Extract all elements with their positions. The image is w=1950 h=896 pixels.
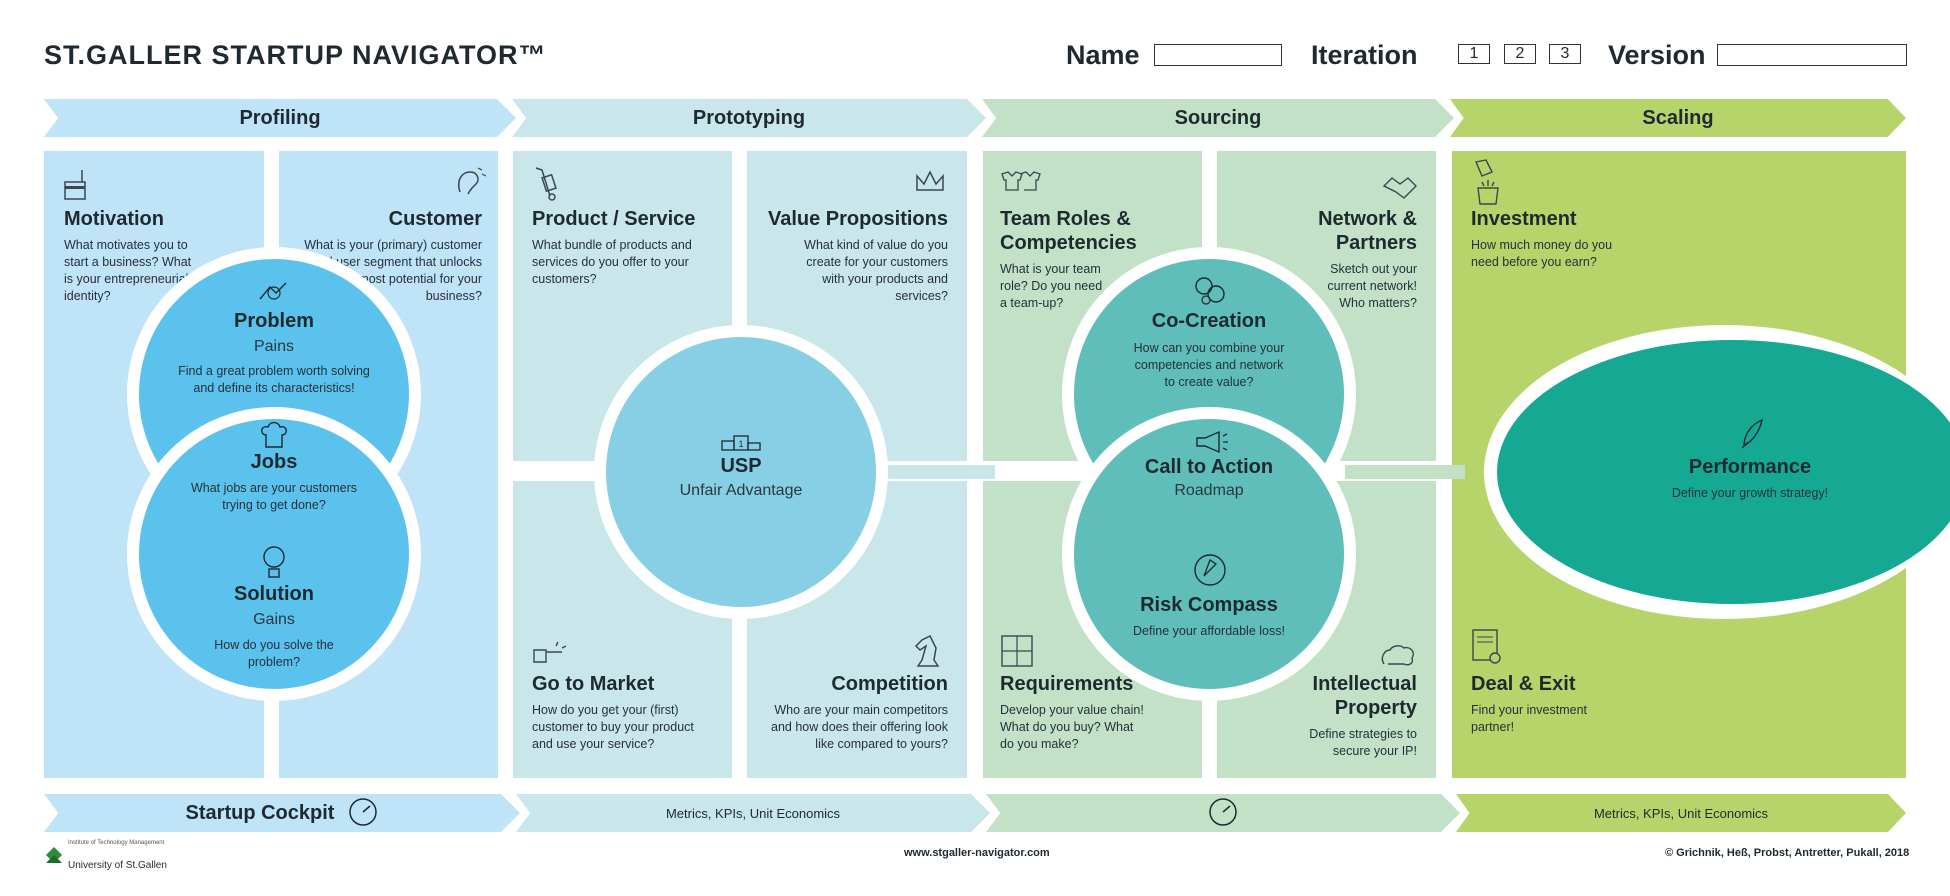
cockpit-label: Startup Cockpit	[185, 801, 335, 824]
investment-text: How much money do you need before you ea…	[1471, 238, 1613, 269]
iteration-label: Iteration	[1311, 40, 1418, 70]
customer-title: Customer	[388, 208, 482, 230]
metrics-bar-sourcing	[986, 794, 1460, 832]
gtm-title: Go to Market	[532, 673, 655, 695]
compass-icon	[1192, 552, 1228, 593]
deal-title: Deal & Exit	[1471, 673, 1576, 695]
performance-title: Performance	[1688, 456, 1812, 478]
crown-icon	[913, 166, 947, 201]
team-text: What is your team role? Do you need a te…	[1000, 262, 1103, 310]
podium-icon: 1	[720, 434, 762, 457]
name-field[interactable]	[1154, 44, 1282, 66]
hand-truck-icon	[532, 166, 562, 207]
hsg-logo-icon	[44, 841, 64, 874]
handshake-icon	[1382, 174, 1418, 207]
solution-sub: Gains	[253, 611, 295, 628]
requirements-text: Develop your value chain! What do you bu…	[1000, 703, 1144, 751]
gtm-text: How do you get your (first) customer to …	[532, 703, 694, 751]
competition-title: Competition	[831, 673, 948, 695]
cta-sub: Roadmap	[1174, 482, 1244, 499]
gauge-icon	[348, 797, 378, 830]
performance-ellipse	[1497, 340, 1950, 604]
problem-icon	[256, 279, 292, 310]
phase-profiling: Profiling	[44, 99, 516, 137]
iteration-1-box[interactable]: 1	[1458, 44, 1490, 64]
metrics-bar-scaling: Metrics, KPIs, Unit Economics	[1456, 794, 1906, 832]
metrics-bar-prototyping: Metrics, KPIs, Unit Economics	[516, 794, 990, 832]
page-title: ST.GALLER STARTUP NAVIGATOR™	[44, 40, 547, 70]
brain-icon	[1380, 644, 1416, 673]
network-text: Sketch out your current network! Who mat…	[1327, 262, 1417, 310]
version-label: Version	[1608, 40, 1706, 70]
svg-text:1: 1	[738, 439, 743, 449]
certificate-icon	[1471, 628, 1503, 673]
connector-usp-sourcing	[885, 465, 995, 479]
network-title-line1: Network &	[1318, 208, 1417, 230]
puzzle-icon	[1000, 634, 1034, 673]
team-title-line1: Team Roles &	[1000, 208, 1131, 230]
shirts-icon	[1000, 170, 1044, 197]
value-text: What kind of value do you create for you…	[804, 238, 948, 303]
product-title: Product / Service	[532, 208, 696, 230]
copyright: © Grichnik, Heß, Probst, Antretter, Puka…	[1665, 847, 1910, 859]
lightbulb-icon	[260, 545, 288, 586]
phase-sourcing: Sourcing	[982, 99, 1454, 137]
jobs-title: Jobs	[250, 451, 298, 473]
chess-knight-icon	[910, 632, 944, 673]
version-field[interactable]	[1717, 44, 1907, 66]
solution-text: How do you solve the problem?	[214, 638, 334, 669]
jobs-text: What jobs are your customers trying to g…	[190, 481, 358, 512]
institute-label: Institute of Technology Management	[68, 840, 165, 846]
investment-title: Investment	[1471, 208, 1577, 230]
cta-title: Call to Action	[1144, 456, 1274, 478]
risk-title: Risk Compass	[1140, 594, 1278, 616]
risk-text: Define your affordable loss!	[1133, 624, 1285, 638]
iteration-3-box[interactable]: 3	[1549, 44, 1581, 64]
watering-can-icon	[1470, 158, 1504, 211]
phase-scaling: Scaling	[1450, 99, 1906, 137]
competition-text: Who are your main competitors and how do…	[771, 703, 948, 751]
value-title: Value Propositions	[767, 208, 948, 230]
motivation-icon	[62, 168, 90, 207]
team-title-line2: Competencies	[1000, 232, 1137, 254]
motivation-title: Motivation	[64, 208, 164, 230]
gauge-icon-2	[1208, 797, 1238, 830]
connector-sourcing-scaling	[1345, 465, 1465, 479]
name-label: Name	[1066, 40, 1140, 70]
problem-text: Find a great problem worth solving and d…	[178, 364, 370, 395]
product-text: What bundle of products and services do …	[532, 238, 692, 286]
phase-prototyping: Prototyping	[512, 99, 986, 137]
ip-title-line2: Property	[1334, 697, 1417, 719]
ear-icon	[452, 166, 487, 203]
pointing-hand-icon	[532, 640, 568, 669]
cocreation-text: How can you combine your competencies an…	[1133, 341, 1285, 389]
gears-icon	[1192, 274, 1228, 311]
customer-text: What is your (primary) customer and user…	[304, 238, 482, 303]
website-link[interactable]: www.stgaller-navigator.com	[904, 847, 1050, 859]
usp-title: USP	[720, 455, 762, 477]
metrics-label-2: Metrics, KPIs, Unit Economics	[1593, 805, 1769, 821]
usp-sub: Unfair Advantage	[679, 482, 803, 499]
chef-hat-icon	[258, 419, 290, 454]
megaphone-icon	[1193, 430, 1229, 461]
cockpit-bar: Startup Cockpit	[44, 794, 520, 832]
ip-text: Define strategies to secure your IP!	[1309, 727, 1417, 758]
deal-text: Find your investment partner!	[1471, 703, 1588, 734]
university-label: University of St.Gallen	[68, 860, 167, 871]
performance-text: Define your growth strategy!	[1671, 486, 1829, 500]
metrics-label-1: Metrics, KPIs, Unit Economics	[665, 805, 841, 821]
problem-sub: Pains	[253, 338, 295, 355]
network-title-line2: Partners	[1335, 232, 1417, 254]
solution-title: Solution	[234, 583, 314, 605]
rocket-icon	[1738, 418, 1766, 457]
requirements-title: Requirements	[1000, 673, 1134, 695]
ip-title-line1: Intellectual	[1312, 673, 1417, 695]
motivation-text: What motivates you to start a business? …	[64, 238, 192, 303]
iteration-2-box[interactable]: 2	[1504, 44, 1536, 64]
problem-title: Problem	[233, 310, 315, 332]
cocreation-title: Co-Creation	[1151, 310, 1267, 332]
